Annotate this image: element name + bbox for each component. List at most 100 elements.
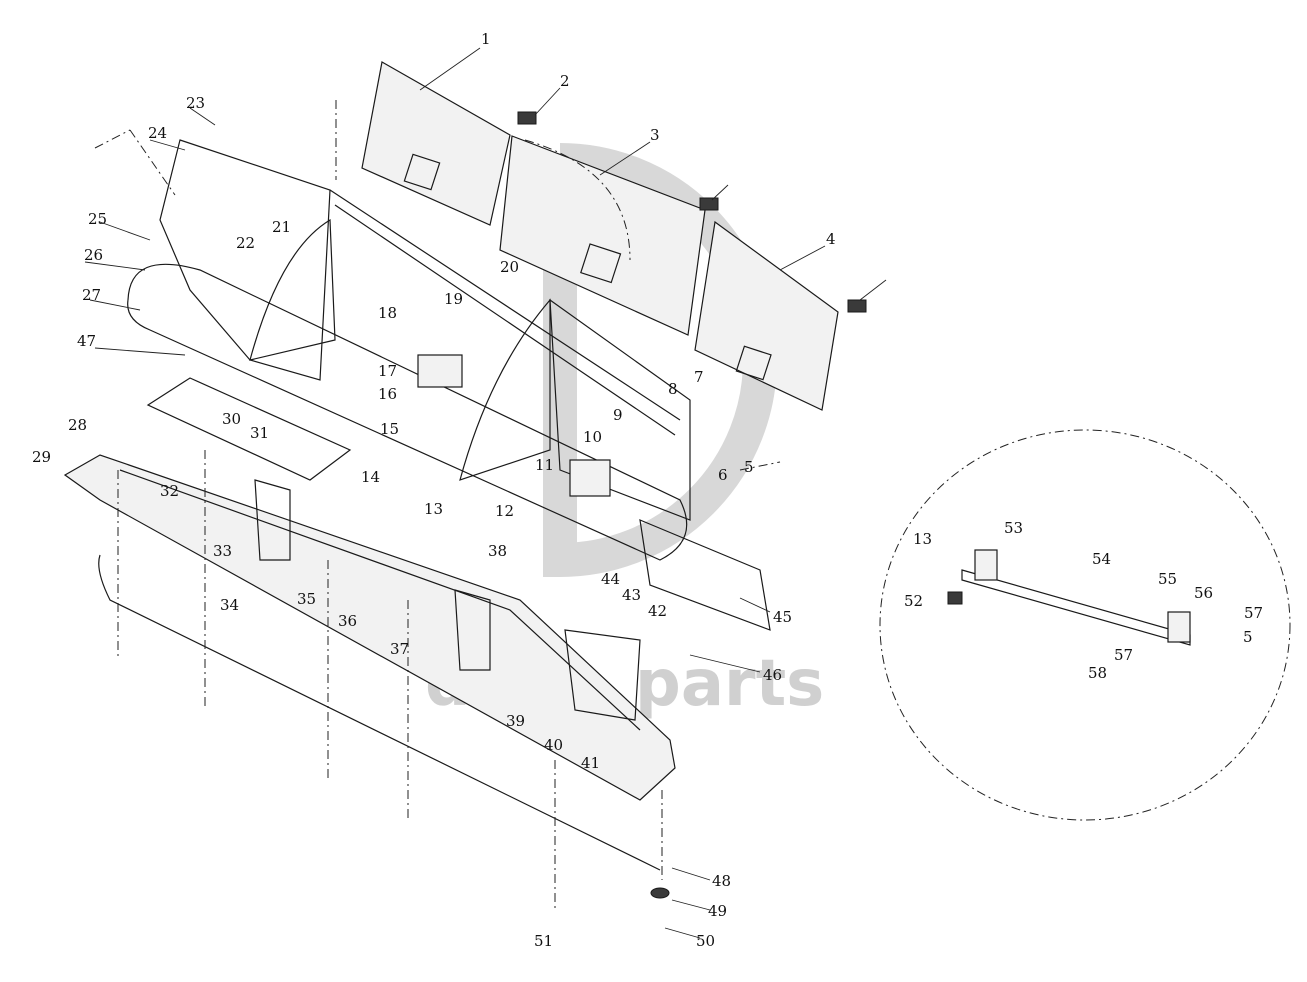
callout-24: 24 bbox=[148, 124, 167, 142]
callout-37: 37 bbox=[390, 640, 409, 658]
callout-50: 50 bbox=[696, 932, 715, 950]
callout-17: 17 bbox=[378, 362, 397, 380]
callout-18: 18 bbox=[378, 304, 397, 322]
bumper-29 bbox=[63, 454, 676, 801]
callout-12: 12 bbox=[495, 502, 514, 520]
bumper-inner bbox=[119, 469, 641, 731]
bracket-40 bbox=[564, 629, 641, 721]
callout-58: 58 bbox=[1088, 664, 1107, 682]
detail-circle bbox=[879, 429, 1291, 821]
box-17 bbox=[417, 354, 463, 388]
callout-45: 45 bbox=[773, 608, 792, 626]
grille-45 bbox=[639, 519, 771, 631]
panel-4 bbox=[694, 220, 839, 411]
callout-54: 54 bbox=[1092, 550, 1111, 568]
callout-21: 21 bbox=[272, 218, 291, 236]
clip-2c bbox=[847, 299, 867, 313]
nut-49 bbox=[650, 887, 670, 899]
callout-34: 34 bbox=[220, 596, 239, 614]
callout-27: 27 bbox=[82, 286, 101, 304]
callout-40: 40 bbox=[544, 736, 563, 754]
callout-42: 42 bbox=[648, 602, 667, 620]
block-52 bbox=[947, 591, 963, 605]
callout-55: 55 bbox=[1158, 570, 1177, 588]
crossbar-54 bbox=[961, 569, 1191, 646]
callout-48: 48 bbox=[712, 872, 731, 890]
tube-27 bbox=[127, 263, 688, 561]
callout-49: 49 bbox=[708, 902, 727, 920]
clip-2b bbox=[699, 197, 719, 211]
callout-43: 43 bbox=[622, 586, 641, 604]
panel-3 bbox=[499, 135, 706, 336]
callout-7: 7 bbox=[694, 368, 704, 386]
leader-lines bbox=[84, 47, 887, 939]
callout-10: 10 bbox=[583, 428, 602, 446]
dash-ref-mid bbox=[327, 560, 409, 820]
callout-13-detail: 13 bbox=[913, 530, 932, 548]
callout-4: 4 bbox=[826, 230, 836, 248]
callout-56: 56 bbox=[1194, 584, 1213, 602]
dash-ref-24 bbox=[94, 129, 176, 196]
callout-22: 22 bbox=[236, 234, 255, 252]
callout-35: 35 bbox=[297, 590, 316, 608]
callout-23: 23 bbox=[186, 94, 205, 112]
reference-lines bbox=[94, 100, 1291, 910]
watermark-text-right: parts bbox=[635, 647, 824, 721]
panel-3-window bbox=[580, 243, 622, 284]
callout-8: 8 bbox=[668, 380, 678, 398]
callout-16: 16 bbox=[378, 385, 397, 403]
callout-25: 25 bbox=[88, 210, 107, 228]
callout-46: 46 bbox=[763, 666, 782, 684]
callout-26: 26 bbox=[84, 246, 103, 264]
callout-numbers: 1 2 3 4 5 6 7 8 9 10 11 12 13 14 15 16 1… bbox=[32, 30, 1263, 950]
callout-31: 31 bbox=[250, 424, 269, 442]
callout-38: 38 bbox=[488, 542, 507, 560]
callout-19: 19 bbox=[444, 290, 463, 308]
dash-ref-5 bbox=[739, 461, 781, 471]
panel-1-window bbox=[403, 153, 441, 191]
callout-5-detail: 5 bbox=[1243, 628, 1253, 646]
dash-arc-top bbox=[524, 139, 631, 261]
callout-3: 3 bbox=[650, 126, 660, 144]
bracket-53 bbox=[974, 549, 998, 581]
callout-41: 41 bbox=[581, 754, 600, 772]
callout-29: 29 bbox=[32, 448, 51, 466]
callout-52: 52 bbox=[904, 592, 923, 610]
callout-28: 28 bbox=[68, 416, 87, 434]
callout-5: 5 bbox=[744, 458, 754, 476]
top-panels bbox=[361, 61, 867, 411]
callout-1: 1 bbox=[481, 30, 491, 48]
callout-33: 33 bbox=[213, 542, 232, 560]
inner-frame-30 bbox=[146, 377, 352, 481]
dash-ref-bottom bbox=[554, 760, 663, 910]
dash-ref-left bbox=[117, 450, 206, 710]
callout-15: 15 bbox=[380, 420, 399, 438]
callout-44: 44 bbox=[601, 570, 620, 588]
bracket-56 bbox=[1167, 611, 1191, 643]
callout-57a: 57 bbox=[1244, 604, 1263, 622]
callout-11: 11 bbox=[535, 456, 554, 474]
support-33 bbox=[254, 479, 291, 561]
callout-30: 30 bbox=[222, 410, 241, 428]
frame-left-side bbox=[159, 139, 331, 381]
box-11 bbox=[569, 459, 611, 497]
frame-top-beam bbox=[329, 189, 681, 436]
panel-4-window bbox=[735, 345, 772, 381]
callout-53: 53 bbox=[1004, 519, 1023, 537]
frame-right-side bbox=[549, 298, 691, 521]
frame-arch-left bbox=[249, 218, 336, 361]
panel-1 bbox=[361, 61, 511, 226]
clip-2a bbox=[517, 111, 537, 125]
callout-47: 47 bbox=[77, 332, 96, 350]
support-37 bbox=[454, 589, 491, 671]
callout-32: 32 bbox=[160, 482, 179, 500]
frame-arch-right bbox=[459, 298, 551, 481]
callout-36: 36 bbox=[338, 612, 357, 630]
callout-51: 51 bbox=[534, 932, 553, 950]
callout-57b: 57 bbox=[1114, 646, 1133, 664]
callout-14: 14 bbox=[361, 468, 380, 486]
callout-20: 20 bbox=[500, 258, 519, 276]
callout-13: 13 bbox=[424, 500, 443, 518]
callout-6: 6 bbox=[718, 466, 728, 484]
callout-39: 39 bbox=[506, 712, 525, 730]
